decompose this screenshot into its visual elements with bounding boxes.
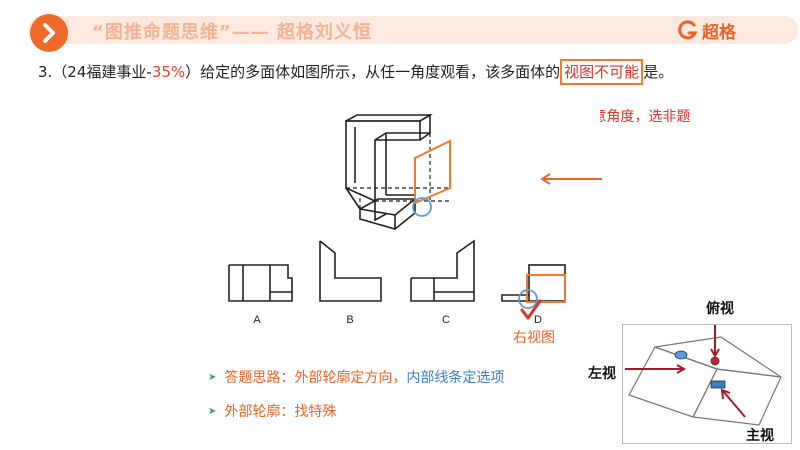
hidden-lines [346,133,450,209]
tip-outline: ➤ 外部轮廓：找特殊 [208,401,336,421]
triangle-bullet-icon: ➤ [208,372,217,383]
left-view-label: 左视 [588,366,616,382]
brand-g-icon [678,20,698,40]
right-view-label: 右视图 [513,330,555,346]
option-d-highlight [526,274,566,303]
option-a-view [228,264,293,302]
view-direction-panel [622,324,792,444]
arrow-left-icon [540,173,602,185]
tip-approach-part1: 答题思路：外部轮廓定方向， [224,370,407,386]
highlight-circle-d [518,289,538,309]
next-button[interactable] [30,14,68,52]
polyhedron-figure: A B C D [200,103,600,326]
front-view-label: 主视 [746,428,774,444]
left-view-marker [674,350,688,360]
view-direction-diagram [625,325,782,426]
option-b-label: B [346,314,353,325]
polyhedron-3d [345,113,433,230]
highlight-circle-3d [412,197,432,217]
question-middle: ）给定的多面体如图所示，从任一角度观看，该多面体的 [185,63,561,81]
front-view-marker [710,380,726,389]
question-prefix: 3.（24福建事业- [38,63,152,81]
option-a-label: A [253,314,261,325]
tip-approach-part2: 内部线条定选项 [406,370,505,386]
option-d-label: D [534,314,542,325]
tip-outline-text: 外部轮廓：找特殊 [224,404,337,420]
highlight-right-face [414,139,451,205]
brand-text: 超格 [702,22,736,43]
question-text: 3.（24福建事业-35%）给定的多面体如图所示，从任一角度观看，该多面体的视图… [38,59,674,85]
figure-svg: A B C D [228,113,566,326]
triangle-bullet-icon: ➤ [208,406,217,417]
hint-any-angle-text: 任意角度，选非题 [578,109,691,125]
header: “图推命题思维”—— 超格刘义恒 超格 [0,0,800,52]
option-c-label: C [442,314,450,325]
question-key-highlight: 视图不可能 [560,59,644,85]
question-suffix: 是。 [643,63,674,81]
question-pct: 35% [151,63,186,81]
top-view-marker [710,356,720,366]
chevron-right-icon [43,23,55,43]
option-d-view [501,264,566,302]
checkmark-icon [520,299,542,320]
top-view-label: 俯视 [706,301,734,317]
brand-logo: 超格 [678,18,736,43]
tip-approach: ➤ 答题思路：外部轮廓定方向，内部线条定选项 [208,367,504,387]
option-c-view [410,239,475,302]
header-title: “图推命题思维”—— 超格刘义恒 [92,22,372,43]
header-bar [28,16,798,44]
option-b-view [319,240,382,302]
